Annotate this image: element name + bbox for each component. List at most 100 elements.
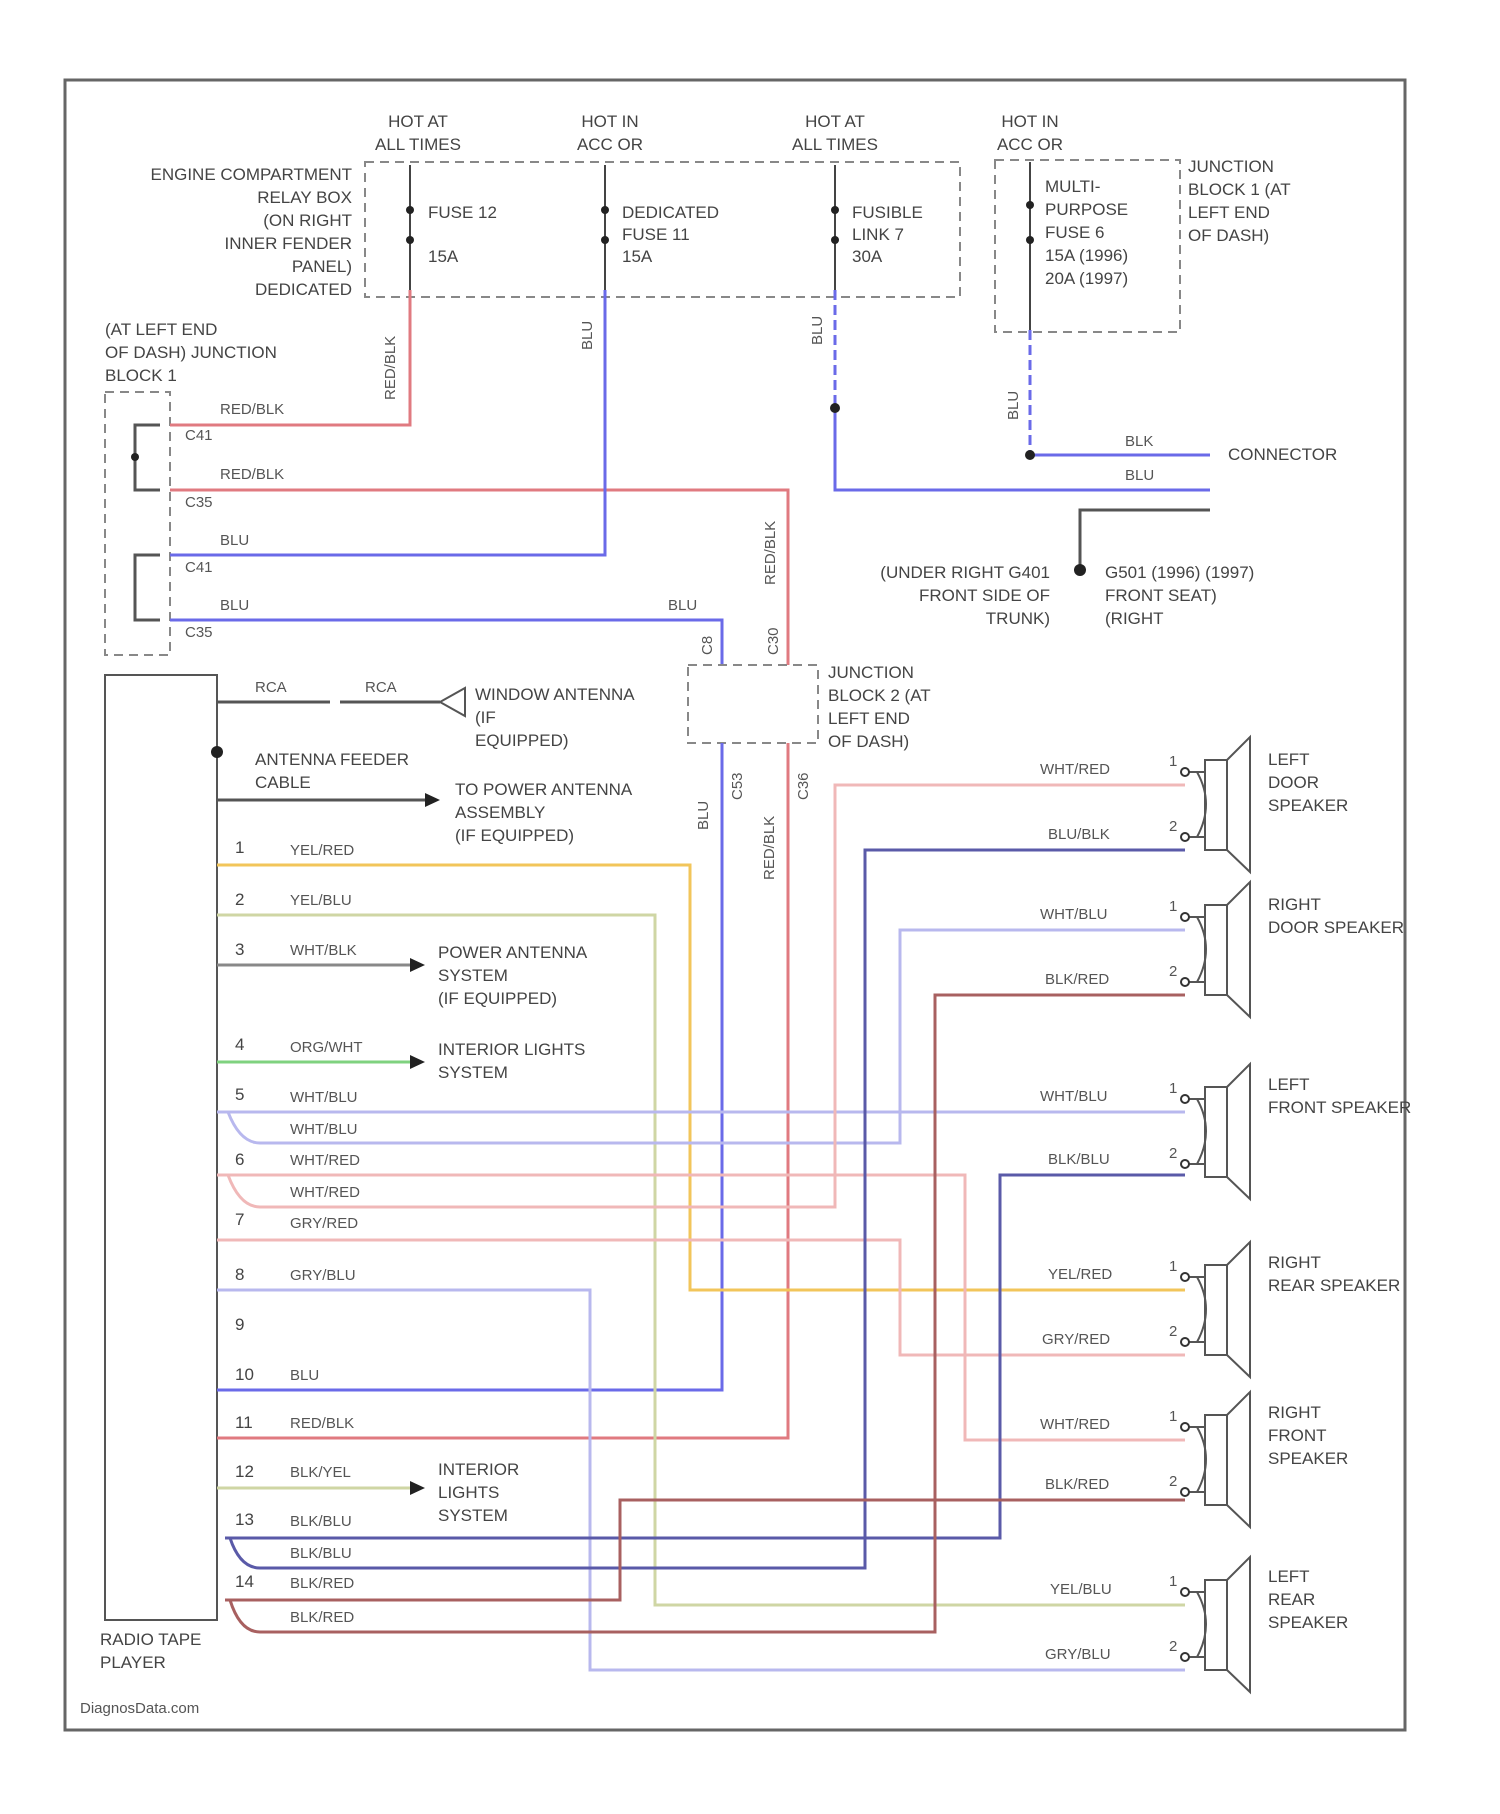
svg-text:7: 7	[235, 1210, 244, 1229]
wire-blu-jb2	[170, 620, 722, 665]
spk-label-wht-red-2: WHT/RED	[1040, 1416, 1110, 1433]
left-door-speaker-label: LEFT DOOR SPEAKER	[1268, 750, 1348, 815]
spk-label-blk-blu: BLK/BLU	[1048, 1151, 1110, 1168]
svg-text:2: 2	[1169, 1323, 1177, 1340]
splice-mpfuse	[1025, 450, 1035, 460]
spk-label-wht-blu-2: WHT/BLU	[1040, 1088, 1108, 1105]
watermark: DiagnosData.com	[80, 1700, 199, 1717]
svg-text:FUSE 6: FUSE 6	[1045, 223, 1105, 242]
svg-text:CABLE: CABLE	[255, 773, 311, 792]
wire-label-blk-1: BLK	[1125, 433, 1153, 450]
svg-text:RELAY BOX: RELAY BOX	[257, 188, 352, 207]
relay-box-label: ENGINE COMPARTMENT RELAY BOX (ON RIGHT I…	[151, 165, 353, 299]
svg-text:INNER FENDER: INNER FENDER	[224, 234, 352, 253]
arrow-icon-antenna	[425, 793, 440, 807]
wire-blu-fuse11	[170, 290, 605, 555]
svg-text:1: 1	[1169, 1258, 1177, 1275]
wire-label-blu-3: BLU	[220, 597, 249, 614]
svg-text:1: 1	[235, 838, 244, 857]
left-junction-block-outline	[105, 392, 170, 655]
right-door-speaker-label: RIGHT DOOR SPEAKER	[1268, 895, 1404, 937]
svg-text:2: 2	[1169, 818, 1177, 835]
svg-text:2: 2	[235, 890, 244, 909]
svg-text:2: 2	[1169, 1145, 1177, 1162]
wire-label-red-blk-6: RED/BLK	[290, 1415, 354, 1432]
wire-label-blu-2: BLU	[220, 532, 249, 549]
arrow-icon-interior-lights	[410, 1055, 425, 1069]
wire-blu-blk-left-door	[230, 850, 1185, 1568]
spk-label-wht-blu-1: WHT/BLU	[1040, 906, 1108, 923]
svg-text:2: 2	[1169, 963, 1177, 980]
wire-label-blk-red-1: BLK/RED	[290, 1575, 354, 1592]
wire-label-blk-yel: BLK/YEL	[290, 1464, 351, 1481]
svg-text:WINDOW ANTENNA: WINDOW ANTENNA	[475, 685, 635, 704]
spk-label-blk-red-2: BLK/RED	[1045, 1476, 1109, 1493]
svg-text:PANEL): PANEL)	[292, 257, 352, 276]
wire-label-red-blk-3: RED/BLK	[220, 466, 284, 483]
svg-text:3: 3	[235, 940, 244, 959]
svg-text:OF DASH): OF DASH)	[828, 732, 909, 751]
wire-label-red-blk-5: RED/BLK	[761, 816, 778, 880]
svg-text:DEDICATED: DEDICATED	[622, 203, 719, 222]
fuse-12: FUSE 12 15A	[406, 165, 497, 290]
svg-text:SYSTEM: SYSTEM	[438, 1063, 508, 1082]
wire-label-yel-red-1: YEL/RED	[290, 842, 354, 859]
radio-pin-numbers: 1 2 3 4 5 6 7 8 9 10 11 12 13 14	[235, 838, 254, 1591]
svg-text:OF DASH) JUNCTION: OF DASH) JUNCTION	[105, 343, 277, 362]
svg-text:1: 1	[1169, 753, 1177, 770]
jb1-splice-1	[131, 453, 139, 461]
wire-label-gry-blu-1: GRY/BLU	[290, 1267, 356, 1284]
junction-block-2-label: JUNCTION BLOCK 2 (AT LEFT END OF DASH)	[828, 663, 931, 751]
wire-label-blk-blu-2: BLK/BLU	[290, 1545, 352, 1562]
conn-c41-1: C41	[185, 427, 213, 444]
svg-text:MULTI-: MULTI-	[1045, 177, 1100, 196]
power-label-3: HOT AT ALL TIMES	[792, 112, 878, 154]
svg-text:PLAYER: PLAYER	[100, 1653, 166, 1672]
svg-text:ALL TIMES: ALL TIMES	[792, 135, 878, 154]
wire-label-wht-blu-2: WHT/BLU	[290, 1121, 358, 1138]
svg-text:HOT IN: HOT IN	[581, 112, 638, 131]
svg-text:11: 11	[235, 1413, 253, 1432]
interior-lights-system-label-2: INTERIOR LIGHTS SYSTEM	[438, 1460, 519, 1525]
svg-text:FUSE 11: FUSE 11	[622, 225, 690, 244]
interior-lights-system-label: INTERIOR LIGHTS SYSTEM	[438, 1040, 585, 1082]
svg-text:ENGINE COMPARTMENT: ENGINE COMPARTMENT	[151, 165, 353, 184]
radio-tape-player-box	[105, 675, 217, 1620]
svg-text:TRUNK): TRUNK)	[986, 609, 1050, 628]
svg-text:BLOCK 1 (AT: BLOCK 1 (AT	[1188, 180, 1291, 199]
svg-text:ACC OR: ACC OR	[577, 135, 643, 154]
spk-label-yel-red: YEL/RED	[1048, 1266, 1112, 1283]
svg-text:RIGHT: RIGHT	[1268, 1253, 1321, 1272]
svg-text:15A: 15A	[622, 247, 653, 266]
svg-text:2: 2	[1169, 1638, 1177, 1655]
svg-text:2: 2	[1169, 1473, 1177, 1490]
wire-label-wht-red-1: WHT/RED	[290, 1152, 360, 1169]
spk-label-blk-red-1: BLK/RED	[1045, 971, 1109, 988]
svg-text:SPEAKER: SPEAKER	[1268, 1613, 1348, 1632]
svg-text:DEDICATED: DEDICATED	[255, 280, 352, 299]
svg-text:1: 1	[1169, 898, 1177, 915]
wire-label-blu-8: BLU	[695, 801, 712, 830]
svg-text:G501 (1996) (1997): G501 (1996) (1997)	[1105, 563, 1254, 582]
svg-text:SYSTEM: SYSTEM	[438, 1506, 508, 1525]
left-front-speaker-icon: 12	[1169, 1064, 1250, 1199]
svg-text:1: 1	[1169, 1080, 1177, 1097]
speakers: 121212121212	[1169, 737, 1250, 1692]
wire-label-red-blk-1: RED/BLK	[382, 336, 399, 400]
svg-text:HOT IN: HOT IN	[1001, 112, 1058, 131]
svg-text:TO POWER ANTENNA: TO POWER ANTENNA	[455, 780, 633, 799]
svg-text:SYSTEM: SYSTEM	[438, 966, 508, 985]
spk-label-yel-blu: YEL/BLU	[1050, 1581, 1112, 1598]
conn-c8: C8	[699, 636, 716, 655]
svg-text:LEFT END: LEFT END	[828, 709, 910, 728]
wire-label-blu-1: BLU	[579, 321, 596, 350]
multipurpose-fuse-6: MULTI- PURPOSE FUSE 6 15A (1996) 20A (19…	[1026, 162, 1128, 330]
power-label-1: HOT AT ALL TIMES	[375, 112, 461, 154]
svg-text:LEFT: LEFT	[1268, 750, 1310, 769]
svg-text:RADIO TAPE: RADIO TAPE	[100, 1630, 201, 1649]
svg-text:8: 8	[235, 1265, 244, 1284]
svg-text:6: 6	[235, 1150, 244, 1169]
svg-text:FRONT SPEAKER: FRONT SPEAKER	[1268, 1098, 1411, 1117]
antenna-feeder-label: ANTENNA FEEDER CABLE	[255, 750, 409, 792]
svg-text:15A (1996): 15A (1996)	[1045, 246, 1128, 265]
